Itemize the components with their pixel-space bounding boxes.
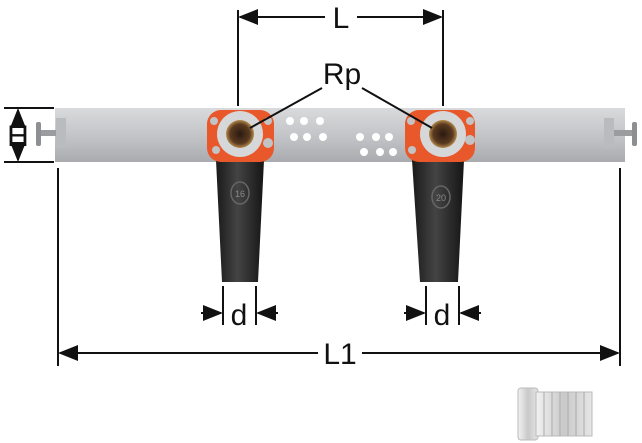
dimension-d-right [404,286,481,325]
label-H: H [7,120,29,153]
dimension-Rp [249,87,433,129]
label-d-left: d [231,299,248,332]
right-size-mark: 20 [436,193,446,203]
bar-holes [286,117,397,156]
right-fitting: 20 [405,110,475,282]
dimension-L1 [57,168,621,366]
right-end-screw [604,118,637,148]
left-end-screw [36,118,66,148]
label-L: L [333,2,350,35]
mounting-bar [55,108,625,162]
extension-plug-image [517,387,593,441]
left-size-mark: 16 [235,189,245,199]
dimension-H [4,107,54,163]
dimension-L [237,9,444,106]
label-Rp: Rp [323,58,361,91]
left-fitting: 16 [207,110,274,282]
label-L1: L1 [323,338,356,371]
label-d-right: d [434,299,451,332]
dimension-d-left [201,286,278,325]
